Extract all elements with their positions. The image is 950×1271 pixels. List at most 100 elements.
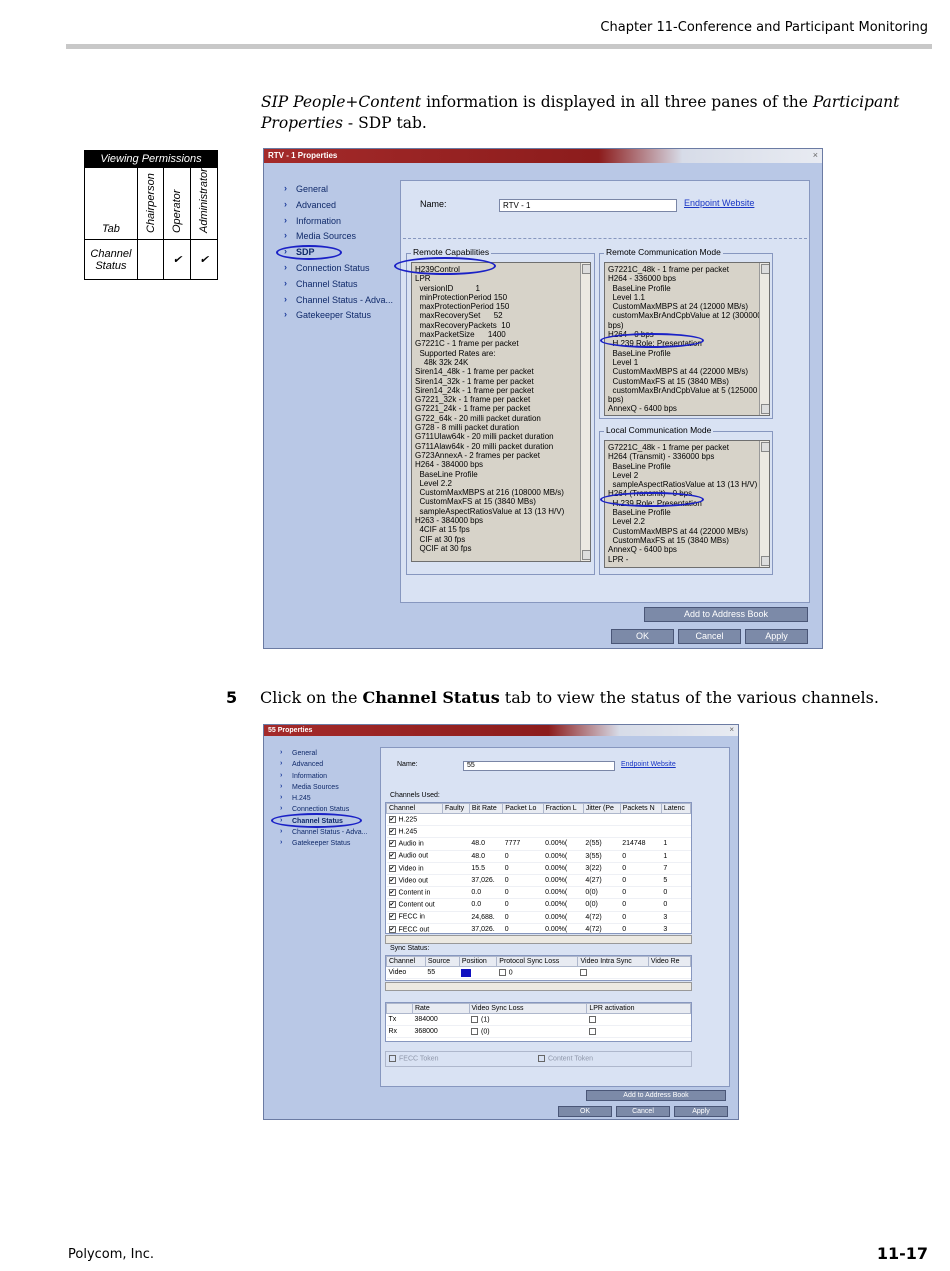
nav-channel-status-advanced[interactable]: Channel Status - Adva... — [284, 292, 393, 309]
channel-column-header[interactable]: Packet Lo — [502, 803, 544, 814]
channel-name-cell: ✔H.245 — [386, 825, 443, 839]
name-field[interactable]: 55 — [463, 761, 615, 771]
nav-gatekeeper-status[interactable]: Gatekeeper Status — [280, 837, 368, 849]
sync-column-header[interactable]: Position — [458, 956, 498, 967]
remote-capability-item: G7221_24k - 1 frame per packet — [415, 404, 531, 414]
name-label: Name: — [397, 761, 418, 768]
sync-column-header[interactable]: Source — [424, 956, 460, 967]
rate-column-header[interactable]: Rate — [411, 1003, 470, 1014]
nav-general[interactable]: General — [280, 747, 368, 759]
protocol-sync-checkbox[interactable] — [498, 968, 506, 976]
footer-company: Polycom, Inc. — [68, 1247, 155, 1262]
rate-column-header[interactable]: LPR activation — [586, 1003, 691, 1014]
channel-checkbox[interactable]: ✔ — [388, 913, 396, 921]
rate-value: 384000 — [414, 1016, 438, 1024]
add-to-address-book-button[interactable]: Add to Address Book — [644, 607, 808, 622]
close-icon[interactable]: × — [729, 725, 734, 734]
local-communication-label: Local Communication Mode — [604, 425, 714, 435]
channel-cell: 3 — [661, 923, 691, 933]
cancel-button[interactable]: Cancel — [678, 629, 741, 644]
sync-column-header[interactable]: Video Intra Sync — [577, 956, 649, 967]
sync-column-header[interactable]: Video Re — [647, 956, 691, 967]
channel-column-header[interactable]: Latenc — [660, 803, 691, 814]
rate-cell: 368000 — [412, 1025, 469, 1039]
name-field[interactable]: RTV - 1 — [499, 199, 677, 212]
rate-checkbox[interactable] — [471, 1028, 478, 1036]
close-icon[interactable]: × — [812, 150, 818, 160]
channel-checkbox[interactable]: ✔ — [388, 889, 396, 897]
rate-checkbox[interactable] — [471, 1015, 478, 1023]
sync-column-header[interactable]: Protocol Sync Loss — [496, 956, 579, 967]
channel-cell: 0 — [620, 911, 662, 924]
channel-cell — [543, 813, 584, 827]
nav-channel-status-advanced[interactable]: Channel Status - Adva... — [280, 826, 368, 838]
channel-checkbox[interactable]: ✔ — [388, 876, 396, 884]
rate-checkbox[interactable] — [588, 1015, 596, 1023]
nav-information[interactable]: Information — [284, 213, 393, 230]
cancel-button[interactable]: Cancel — [616, 1106, 670, 1117]
channel-checkbox[interactable]: ✔ — [388, 840, 396, 848]
channel-column-header[interactable]: Bit Rate — [468, 803, 504, 814]
apply-button[interactable]: Apply — [745, 629, 808, 644]
channel-checkbox[interactable]: ✔ — [388, 901, 396, 909]
ok-button[interactable]: OK — [558, 1106, 612, 1117]
channel-checkbox[interactable]: ✔ — [388, 852, 396, 860]
ok-button[interactable]: OK — [611, 629, 674, 644]
role-administrator: Administrator — [198, 168, 211, 233]
channel-column-header[interactable]: Channel — [386, 803, 444, 814]
channel-cell — [620, 825, 662, 839]
add-to-address-book-button[interactable]: Add to Address Book — [586, 1090, 726, 1101]
nav-advanced[interactable]: Advanced — [284, 197, 393, 214]
channel-checkbox[interactable]: ✔ — [388, 864, 396, 872]
nav-advanced[interactable]: Advanced — [280, 758, 368, 770]
channel-checkbox[interactable]: ✔ — [388, 815, 396, 823]
rate-checkbox[interactable] — [588, 1028, 596, 1036]
endpoint-website-link[interactable]: Endpoint Website — [684, 198, 755, 208]
role-chairperson: Chairperson — [144, 173, 157, 233]
channel-column-header[interactable]: Faulty — [442, 803, 470, 814]
nav-general[interactable]: General — [284, 181, 393, 198]
channel-checkbox[interactable]: ✔ — [388, 828, 396, 836]
channel-name-cell: ✔Video in — [386, 862, 443, 875]
sync-column-header[interactable]: Channel — [386, 956, 426, 967]
nav-media-sources[interactable]: Media Sources — [284, 228, 393, 245]
local-communication-scrollbar[interactable] — [759, 441, 769, 567]
remote-communication-scrollbar[interactable] — [759, 263, 769, 415]
channel-column-header[interactable]: Fraction L — [542, 803, 584, 814]
nav-h245[interactable]: H.245 — [280, 792, 368, 804]
dialog-nav: General Advanced Information Media Sourc… — [284, 181, 393, 324]
channel-column-header[interactable]: Jitter (Pe — [582, 803, 621, 814]
sync-horizontal-scrollbar[interactable] — [385, 982, 692, 991]
fecc-token-checkbox[interactable] — [389, 1055, 396, 1062]
apply-button[interactable]: Apply — [674, 1106, 728, 1117]
remote-capability-item: 48k 32k 24K — [415, 357, 469, 367]
channels-horizontal-scrollbar[interactable] — [385, 935, 692, 944]
rate-column-header[interactable]: Video Sync Loss — [468, 1003, 588, 1014]
nav-media-sources[interactable]: Media Sources — [280, 781, 368, 793]
nav-gatekeeper-status[interactable]: Gatekeeper Status — [284, 307, 393, 324]
video-intra-checkbox[interactable] — [579, 968, 587, 976]
nav-connection-status[interactable]: Connection Status — [280, 803, 368, 815]
table-row[interactable]: ✔H.245 — [386, 825, 691, 839]
channel-checkbox[interactable]: ✔ — [388, 925, 396, 933]
channel-cell: 0 — [661, 886, 691, 900]
channel-column-header[interactable]: Packets N — [619, 803, 662, 814]
rate-column-header[interactable] — [386, 1003, 413, 1014]
nav-information[interactable]: Information — [280, 770, 368, 782]
remote-capabilities-scrollbar[interactable] — [580, 263, 590, 561]
nav-channel-status[interactable]: Channel Status — [284, 276, 393, 293]
table-row[interactable]: ✔H.225 — [386, 813, 691, 827]
local-communication-item: Level 2.2 — [608, 517, 645, 527]
nav-connection-status[interactable]: Connection Status — [284, 260, 393, 277]
endpoint-website-link[interactable]: Endpoint Website — [621, 761, 676, 768]
content-token-checkbox[interactable] — [538, 1055, 545, 1062]
